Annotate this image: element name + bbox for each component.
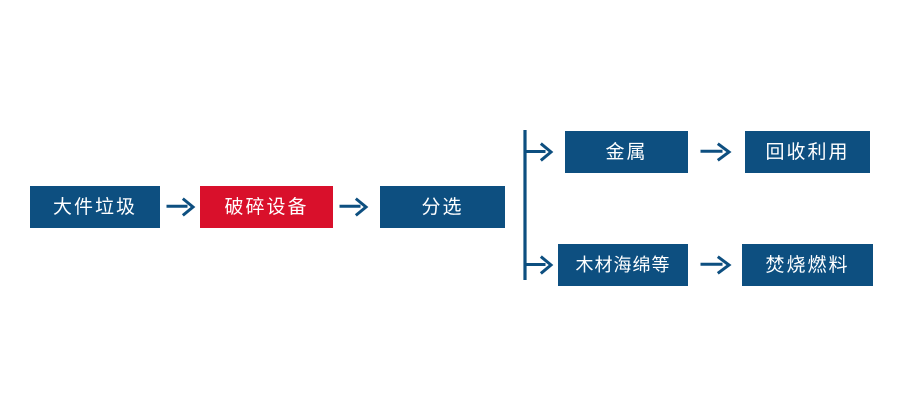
node-crusher-equipment[interactable]: 破碎设备	[200, 186, 333, 228]
node-incineration-fuel[interactable]: 焚烧燃料	[742, 244, 873, 286]
node-sorting[interactable]: 分选	[380, 186, 505, 228]
arrow-right-icon-metal-to-recycle	[700, 142, 732, 162]
arrow-right-icon-bulky-to-crusher	[166, 197, 196, 217]
branch-split-icon	[523, 130, 554, 280]
arrow-right-icon-crusher-to-sorting	[339, 197, 369, 217]
node-metal[interactable]: 金属	[565, 131, 688, 173]
node-wood-sponge-etc[interactable]: 木材海绵等	[558, 244, 688, 286]
node-bulky-waste[interactable]: 大件垃圾	[30, 186, 160, 228]
node-recycle-reuse[interactable]: 回收利用	[745, 131, 870, 173]
arrow-right-icon-wood-to-incinerate	[700, 255, 732, 275]
